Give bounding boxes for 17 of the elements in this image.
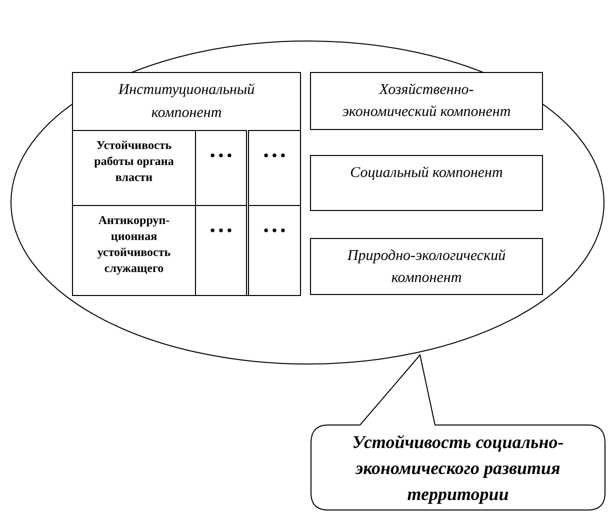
component-box bbox=[310, 238, 543, 295]
ellipsis-mark: • • • bbox=[209, 224, 233, 240]
component-box bbox=[310, 155, 543, 211]
component-label: Хозяйственно-экономический компонент bbox=[341, 81, 512, 122]
ellipsis-mark: • • • bbox=[262, 149, 286, 165]
ellipsis-mark: • • • bbox=[209, 149, 233, 165]
cell-text: Устойчивость работы органа власти bbox=[93, 137, 175, 185]
callout-text: Устойчивость социально-экономического развития территории bbox=[351, 431, 565, 506]
table-cell bbox=[195, 130, 247, 206]
ellipsis-mark: • • • bbox=[262, 224, 286, 240]
component-label: Природно-экологический компонент bbox=[346, 247, 507, 288]
component-box bbox=[310, 72, 543, 130]
cell-text: Антикорруп-ционная устойчивость служащего bbox=[96, 212, 172, 276]
table-heading: Институциональный компонент bbox=[117, 81, 256, 123]
component-label: Социальный компонент bbox=[349, 164, 504, 183]
table-cell bbox=[248, 130, 301, 206]
table-frame bbox=[72, 72, 301, 296]
